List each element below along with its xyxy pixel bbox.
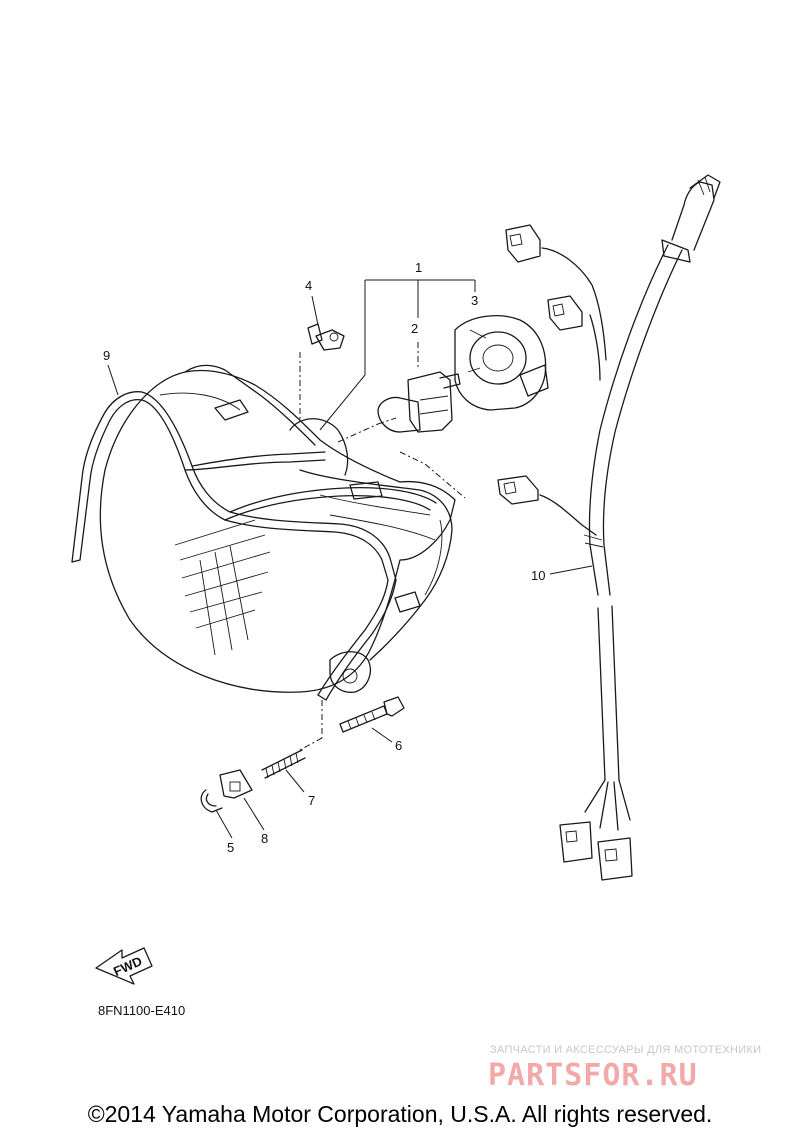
callout-2: 2 bbox=[411, 321, 418, 336]
callout-10: 10 bbox=[531, 568, 545, 583]
headlight-stay-wire bbox=[71, 391, 437, 701]
leader-lines bbox=[107, 279, 593, 839]
callout-1: 1 bbox=[415, 260, 422, 275]
callout-5: 5 bbox=[227, 840, 234, 855]
headlight-wire-harness bbox=[497, 174, 721, 881]
callout-6: 6 bbox=[395, 738, 402, 753]
watermark-logo: PARTSFOR.RU bbox=[488, 1058, 698, 1093]
bulb-cover bbox=[454, 315, 549, 411]
headlight-bulb bbox=[377, 371, 461, 433]
callout-3: 3 bbox=[471, 293, 478, 308]
callout-9: 9 bbox=[103, 348, 110, 363]
position-bulb bbox=[307, 323, 345, 351]
callout-7: 7 bbox=[308, 793, 315, 808]
callout-8: 8 bbox=[261, 831, 268, 846]
adjusting-spring bbox=[261, 749, 306, 779]
diagram-code: 8FN1100-E410 bbox=[98, 1003, 186, 1018]
nut-clip bbox=[219, 769, 253, 799]
adjusting-bolt bbox=[339, 696, 405, 733]
copyright-notice: ©2014 Yamaha Motor Corporation, U.S.A. A… bbox=[87, 1101, 713, 1127]
wire-clip bbox=[200, 789, 223, 813]
callout-4: 4 bbox=[305, 278, 312, 293]
forward-direction-arrow-icon: FWD bbox=[95, 947, 153, 985]
fwd-label: FWD bbox=[111, 953, 144, 979]
watermark-caption: ЗАПЧАСТИ И АКСЕССУАРЫ ДЛЯ МОТОТЕХНИКИ bbox=[490, 1044, 762, 1056]
